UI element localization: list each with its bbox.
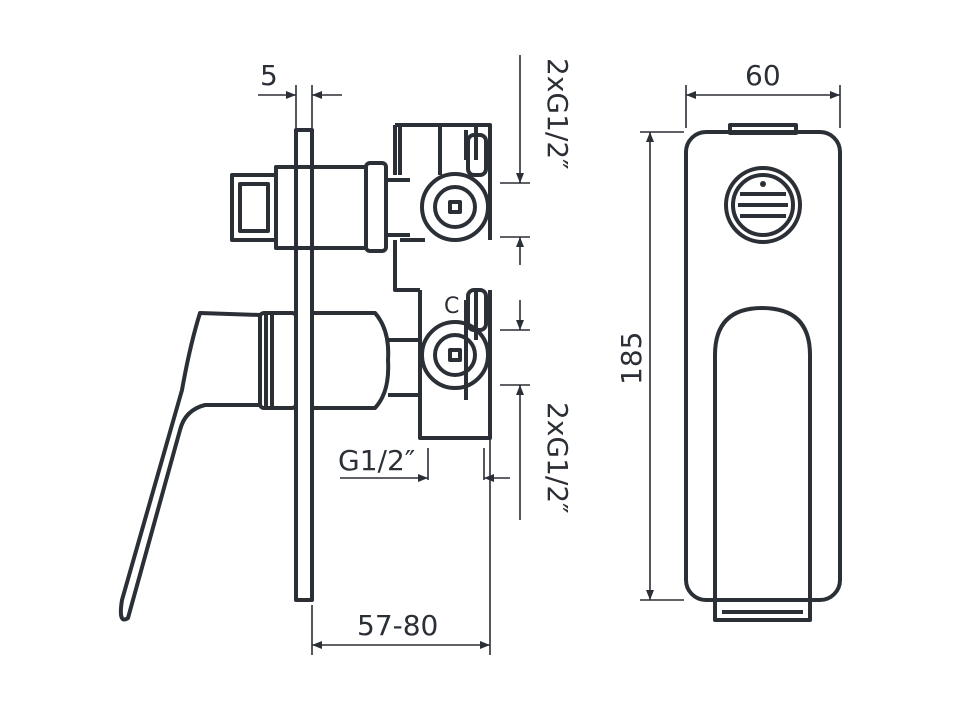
lever-handle: [118, 311, 262, 622]
cover-plate: [684, 130, 842, 602]
dim-plate-thickness: 5: [258, 59, 342, 128]
upper-outlet: [420, 172, 490, 242]
front-lever: [713, 306, 812, 622]
hex-nut: [364, 161, 388, 253]
dim-outlets: 2xG1/2″ 2xG1/2″: [500, 55, 574, 520]
symbol: C: [444, 294, 459, 319]
wall-plate: [294, 128, 314, 602]
lower-outlet: [420, 320, 490, 390]
lower-body: [312, 311, 391, 410]
svg-text:2xG1/2″: 2xG1/2″: [541, 402, 574, 514]
dim-depth: 57-80: [311, 440, 491, 655]
svg-text:5: 5: [260, 59, 278, 92]
svg-text:185: 185: [615, 332, 648, 385]
upper-stem: [274, 165, 368, 250]
front-view: [684, 123, 842, 622]
diverter-knob: [724, 166, 802, 244]
svg-text:57-80: 57-80: [357, 609, 438, 642]
dim-height: 185: [615, 131, 684, 601]
svg-text:G1/2″: G1/2″: [338, 444, 415, 477]
dim-inlet: G1/2″: [338, 444, 510, 482]
dim-width: 60: [685, 59, 841, 128]
side-view: C: [118, 123, 492, 622]
svg-text:2xG1/2″: 2xG1/2″: [541, 58, 574, 170]
svg-text:60: 60: [745, 59, 781, 92]
